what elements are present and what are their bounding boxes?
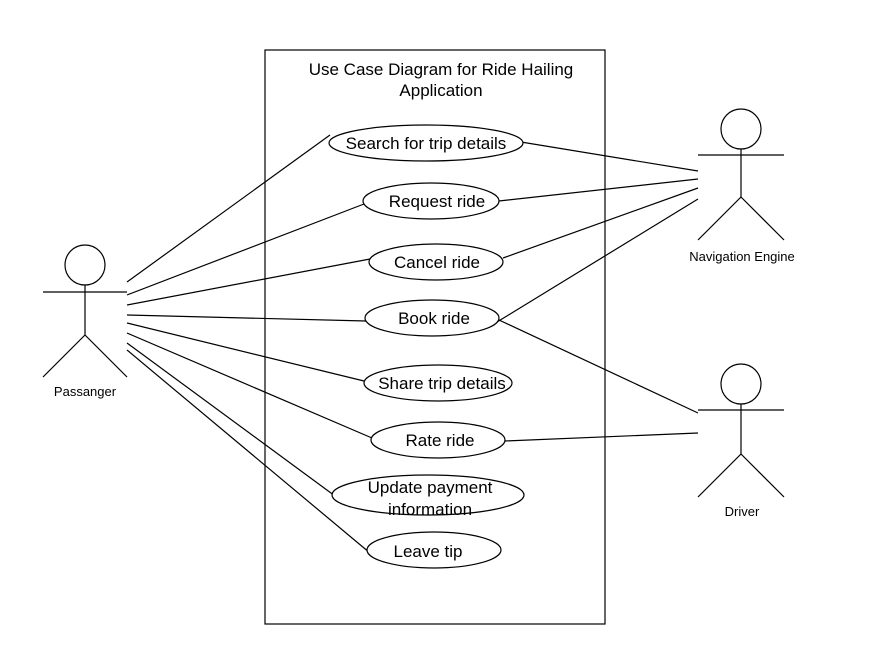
actor-driver-right-leg <box>740 453 785 498</box>
use-case-request-shape <box>362 182 500 220</box>
actor-passenger-left-leg <box>42 334 86 378</box>
actor-navigation-engine-head <box>720 108 762 150</box>
actor-passenger-label: Passanger <box>54 384 117 399</box>
use-case-rate-shape <box>370 421 506 459</box>
use-case-rate[interactable]: Rate ride <box>370 421 506 459</box>
association-passenger-book <box>126 314 367 322</box>
use-case-cancel-shape <box>368 243 504 281</box>
association-passenger-request <box>126 203 365 296</box>
use-case-update-payment-shape <box>331 474 525 516</box>
use-case-leave-tip-shape <box>366 531 502 569</box>
driver-associations <box>498 319 699 442</box>
actor-navigation-engine-right-leg <box>740 196 785 241</box>
actor-driver-label: Driver <box>725 504 760 519</box>
association-passenger-share <box>126 322 365 382</box>
use-case-update-payment-label-line-2: information <box>388 500 472 519</box>
actor-navigation-engine-label: Navigation Engine <box>689 249 795 264</box>
use-case-share[interactable]: Share trip details <box>363 364 513 402</box>
system-boundary <box>264 49 606 625</box>
association-passenger-cancel <box>126 258 371 306</box>
association-navigation-book <box>496 198 699 323</box>
association-driver-book <box>498 319 699 414</box>
use-case-share-label: Share trip details <box>378 374 506 393</box>
use-case-share-shape <box>363 364 513 402</box>
passenger-associations <box>126 134 373 554</box>
actor-passenger[interactable]: Passanger <box>42 244 128 399</box>
association-navigation-cancel <box>502 187 699 259</box>
actor-driver-left-leg <box>697 453 742 498</box>
use-case-update-payment-label-line-1: Update payment <box>368 478 493 497</box>
actor-navigation-engine-left-leg <box>697 196 742 241</box>
association-passenger-search <box>126 134 331 283</box>
system-title-line-1: Use Case Diagram for Ride Hailing <box>309 60 574 79</box>
association-navigation-request <box>498 178 699 202</box>
association-passenger-rate <box>126 332 373 439</box>
actor-driver[interactable]: Driver <box>697 363 785 519</box>
use-case-update-payment[interactable]: Update payment information <box>331 474 525 519</box>
use-case-cancel-label: Cancel ride <box>394 253 480 272</box>
association-navigation-search <box>520 141 699 172</box>
use-case-book-label: Book ride <box>398 309 470 328</box>
actor-navigation-engine[interactable]: Navigation Engine <box>689 108 795 264</box>
use-case-rate-label: Rate ride <box>406 431 475 450</box>
use-case-book-shape <box>364 299 500 337</box>
actor-driver-head <box>720 363 762 405</box>
use-case-book[interactable]: Book ride <box>364 299 500 337</box>
navigation-engine-associations <box>496 141 699 323</box>
use-case-request-label: Request ride <box>389 192 485 211</box>
use-case-search-shape <box>328 124 524 162</box>
association-driver-rate <box>504 432 699 442</box>
use-case-leave-tip-label: Leave tip <box>394 542 463 561</box>
actor-passenger-head <box>64 244 106 286</box>
association-passenger-tip <box>126 349 371 554</box>
system-title-line-2: Application <box>399 81 482 100</box>
use-case-request[interactable]: Request ride <box>362 182 500 220</box>
use-case-search[interactable]: Search for trip details <box>328 124 524 162</box>
association-passenger-update <box>126 342 351 508</box>
use-case-search-label: Search for trip details <box>346 134 507 153</box>
use-case-leave-tip[interactable]: Leave tip <box>366 531 502 569</box>
actor-passenger-right-leg <box>84 334 128 378</box>
use-case-cancel[interactable]: Cancel ride <box>368 243 504 281</box>
